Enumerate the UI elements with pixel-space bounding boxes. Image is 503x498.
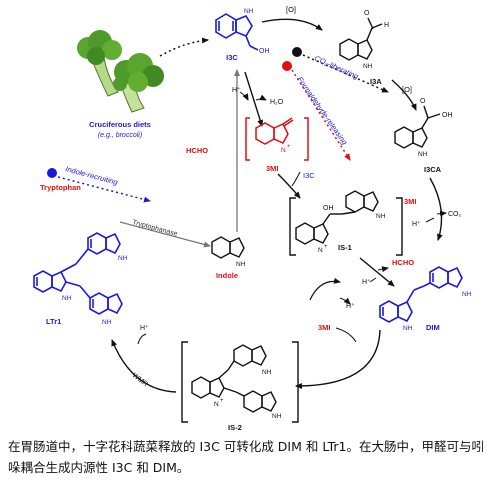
dim-nh-right: NH: [462, 291, 472, 298]
formaldehyde-label: Formaldehyde-releasing: [295, 75, 349, 147]
h-plus-dim1: H⁺: [362, 278, 371, 286]
indole-structure: [211, 236, 245, 259]
ltr1-structure: [33, 232, 123, 315]
hcho-right-label: HCHO: [392, 258, 414, 267]
arrow-i3c-to-i3a: [261, 18, 323, 31]
dim-label: DIM: [426, 323, 440, 332]
i3c-arrow-label: I3C: [303, 171, 315, 180]
h2o-label: H₂O: [270, 99, 284, 106]
arrow-i3c-to-3mi: [244, 71, 264, 127]
is1-nplus: N: [318, 247, 323, 254]
dim-nh-left: NH: [403, 325, 413, 332]
3mi-label: 3MI: [266, 164, 279, 173]
arrow-is2-to-ltr1: [111, 339, 177, 393]
black-dot-icon: [292, 47, 302, 57]
svg-text:+: +: [220, 398, 224, 404]
arrow-i3ca-to-dim: [429, 177, 443, 241]
wmr-label: WMR: [131, 372, 149, 388]
co2-label: CO₂: [448, 211, 462, 218]
reaction-scheme: Cruciferous diets (e.g., broccoli) NH OH…: [33, 5, 472, 432]
i3ca-oh: OH: [442, 112, 453, 119]
3mi-structure: [245, 117, 309, 161]
arrow-indole-cycle: [309, 277, 341, 301]
indole-nh: NH: [236, 261, 246, 268]
arrow-tryptophanase: [119, 221, 211, 248]
tryptophan-label: Tryptophan: [40, 183, 81, 192]
i3a-label: I3A: [370, 77, 382, 86]
ltr1-nh-top: NH: [118, 255, 128, 262]
arrow-diet-to-i3c: [159, 37, 209, 57]
tryptophanase-label: Tryptophanase: [131, 219, 178, 238]
i3a-nh: NH: [363, 63, 373, 70]
i3a-h: H: [384, 22, 389, 29]
i3ca-o: O: [420, 98, 426, 105]
is2-structure: [181, 341, 299, 423]
o-mid-label: [O]: [402, 85, 412, 94]
is1-structure: [289, 190, 403, 256]
ltr1-label: LTr1: [46, 317, 61, 326]
arrow-dim-to-is2: [295, 329, 381, 389]
red-dot-icon: [282, 61, 292, 71]
hcho-left-label: HCHO: [186, 146, 208, 155]
arrow-is1-to-dim: [359, 257, 395, 287]
is2-label: IS-2: [228, 423, 242, 432]
broccoli-icon: [77, 30, 164, 113]
i3a-o: O: [364, 10, 370, 17]
ltr1-nh-mid: NH: [62, 295, 72, 302]
h-plus-ltr1: H⁺: [140, 324, 149, 332]
svg-text:+: +: [324, 244, 328, 250]
is2-nh-top: NH: [262, 369, 272, 376]
i3ca-label: I3CA: [424, 165, 442, 174]
mi-bottom-label: 3MI: [318, 323, 331, 332]
i3c-label: I3C: [226, 53, 238, 62]
is2-nh-bottom: NH: [272, 413, 282, 420]
dim-structure: [379, 266, 463, 323]
ltr1-nh-bottom: NH: [102, 319, 112, 326]
indole-label: Indole: [216, 271, 238, 280]
cruciferous-label: Cruciferous diets: [89, 120, 151, 129]
o-top-label: [O]: [286, 5, 296, 14]
blue-dot-icon: [47, 168, 57, 178]
i3c-nh: NH: [244, 8, 254, 15]
arrow-3mi-to-is1: [277, 173, 301, 199]
arrow-co2-liberating: [302, 54, 389, 93]
mi-right-label: 3MI: [404, 197, 417, 206]
h-plus-dim2: H⁺: [346, 302, 355, 310]
figure-caption: 在胃肠道中，十字花科蔬菜释放的 I3C 可转化成 DIM 和 LTr1。在大肠中…: [8, 439, 484, 475]
i3ca-structure: [394, 105, 441, 149]
i3ca-nh: NH: [418, 151, 428, 158]
i3c-oh: OH: [259, 48, 270, 55]
is1-label: IS-1: [338, 243, 352, 252]
h-plus-i3ca: H⁺: [412, 220, 421, 228]
is1-nh-top: NH: [376, 213, 386, 220]
arrow-indole-recruiting: [57, 176, 151, 203]
is1-oh: OH: [323, 205, 334, 212]
svg-text:+: +: [287, 144, 291, 150]
broccoli-note: (e.g., broccoli): [98, 132, 142, 139]
3mi-nh: N: [281, 147, 286, 154]
i3a-structure: [339, 17, 383, 61]
is2-nplus: N: [214, 401, 219, 408]
i3c-structure: [215, 13, 259, 51]
arrow-i3a-to-i3ca: [391, 79, 417, 111]
